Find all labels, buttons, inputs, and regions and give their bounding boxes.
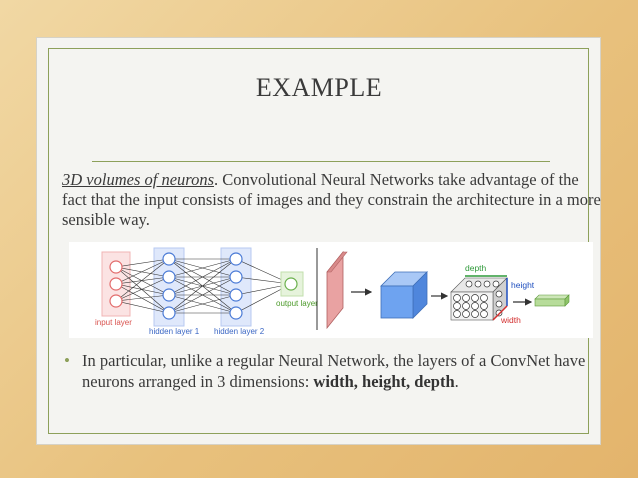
slide-title: EXAMPLE — [255, 73, 383, 102]
input-neurons — [109, 260, 123, 308]
network-figure: input layer hidden layer 1 hidden layer … — [69, 242, 593, 338]
slide — [37, 38, 600, 444]
slide-frame — [48, 48, 589, 434]
conv-volume-front — [380, 285, 414, 319]
hidden-layer-2-label: hidden layer 2 — [214, 327, 265, 336]
title-divider — [92, 161, 550, 162]
input-layer-label: input layer — [95, 318, 132, 327]
depth-label: depth — [465, 263, 487, 273]
output-layer-label: output layer — [276, 299, 318, 308]
intro-lead-term: 3D volumes of neurons — [62, 170, 214, 189]
hidden-2-neurons — [229, 252, 243, 320]
intro-paragraph: 3D volumes of neurons. Convolutional Neu… — [62, 170, 602, 230]
bullet-dot-icon: • — [64, 351, 70, 370]
hidden-1-neurons — [162, 252, 176, 320]
output-neuron — [284, 277, 298, 291]
connections — [115, 258, 292, 314]
bullet-bold-dimensions: width, height, depth — [313, 372, 455, 391]
bullet-point: • In particular, unlike a regular Neural… — [64, 350, 604, 392]
width-label: width — [500, 315, 521, 325]
bullet-text: In particular, unlike a regular Neural N… — [82, 351, 586, 391]
output-volume — [534, 298, 566, 307]
hidden-layer-1-label: hidden layer 1 — [149, 327, 200, 336]
height-label: height — [511, 280, 535, 290]
network-figure-svg: input layer hidden layer 1 hidden layer … — [95, 247, 570, 336]
intro-body: . Convolutional Neural Networks take adv… — [62, 170, 601, 229]
neuron-grid-volume — [450, 275, 508, 321]
